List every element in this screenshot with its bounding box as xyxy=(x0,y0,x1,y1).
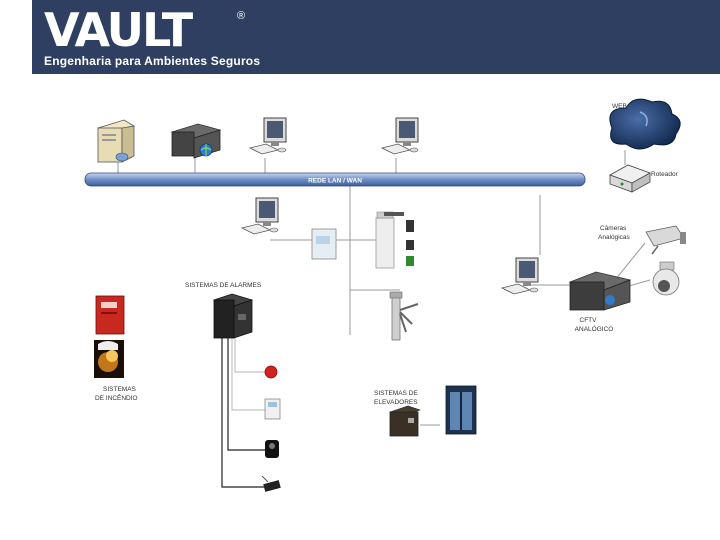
elevator-controller-icon xyxy=(389,405,421,437)
box-camera-icon xyxy=(645,225,686,255)
elevators-label-line1: SISTEMAS DE xyxy=(374,390,418,397)
connection-lines xyxy=(117,150,651,426)
web-cloud-icon xyxy=(609,98,681,150)
cftv-label-line1: CFTV xyxy=(580,317,598,324)
cftv-workstation-icon xyxy=(501,257,539,295)
router-icon xyxy=(609,164,651,193)
elevators-label-line2: ELEVADORES xyxy=(374,399,418,406)
cameras-label-line2: Analógicas xyxy=(598,234,631,241)
alarms-label: SISTEMAS DE ALARMES xyxy=(185,282,262,289)
fire-panel-icon xyxy=(95,295,125,335)
web-label: WEB xyxy=(612,103,627,110)
network-recorder-icon xyxy=(170,123,222,159)
lan-bus-label: REDE LAN / WAN xyxy=(308,178,362,185)
cameras-label-line1: Câmeras xyxy=(600,225,627,232)
access-workstation-icon xyxy=(241,197,279,235)
alarm-wiring-light xyxy=(231,338,265,411)
alarm-panel-icon xyxy=(212,293,254,339)
keypad-icon xyxy=(265,440,279,458)
dome-camera-icon xyxy=(652,261,680,296)
fire-detector-icon xyxy=(94,340,124,378)
access-control-panel-icon xyxy=(311,228,337,260)
fire-label-line2: DE INCÊNDIO xyxy=(95,393,138,402)
fire-label-line1: SISTEMAS xyxy=(103,386,137,393)
header-banner: VAULT ® Engenharia para Ambientes Seguro… xyxy=(32,0,720,74)
turnstile-icon xyxy=(389,291,419,341)
magnetic-sensor-icon xyxy=(261,475,281,492)
registered-mark: ® xyxy=(237,10,246,22)
router-label: Roteador xyxy=(651,171,679,178)
door-icon xyxy=(375,211,414,269)
workstation-icon xyxy=(249,117,287,155)
lan-bus: REDE LAN / WAN xyxy=(84,172,586,187)
dvr-icon xyxy=(568,271,632,311)
workstation-icon xyxy=(381,117,419,155)
alarm-wiring xyxy=(221,338,268,488)
siren-icon xyxy=(264,365,278,379)
brand-tagline: Engenharia para Ambientes Seguros xyxy=(44,54,261,68)
server-icon xyxy=(97,119,135,163)
motion-sensor-icon xyxy=(264,398,281,420)
cftv-label-line2: ANALÓGICO xyxy=(575,324,614,333)
brand-logo: VAULT xyxy=(44,3,193,57)
elevator-icon xyxy=(445,385,477,435)
